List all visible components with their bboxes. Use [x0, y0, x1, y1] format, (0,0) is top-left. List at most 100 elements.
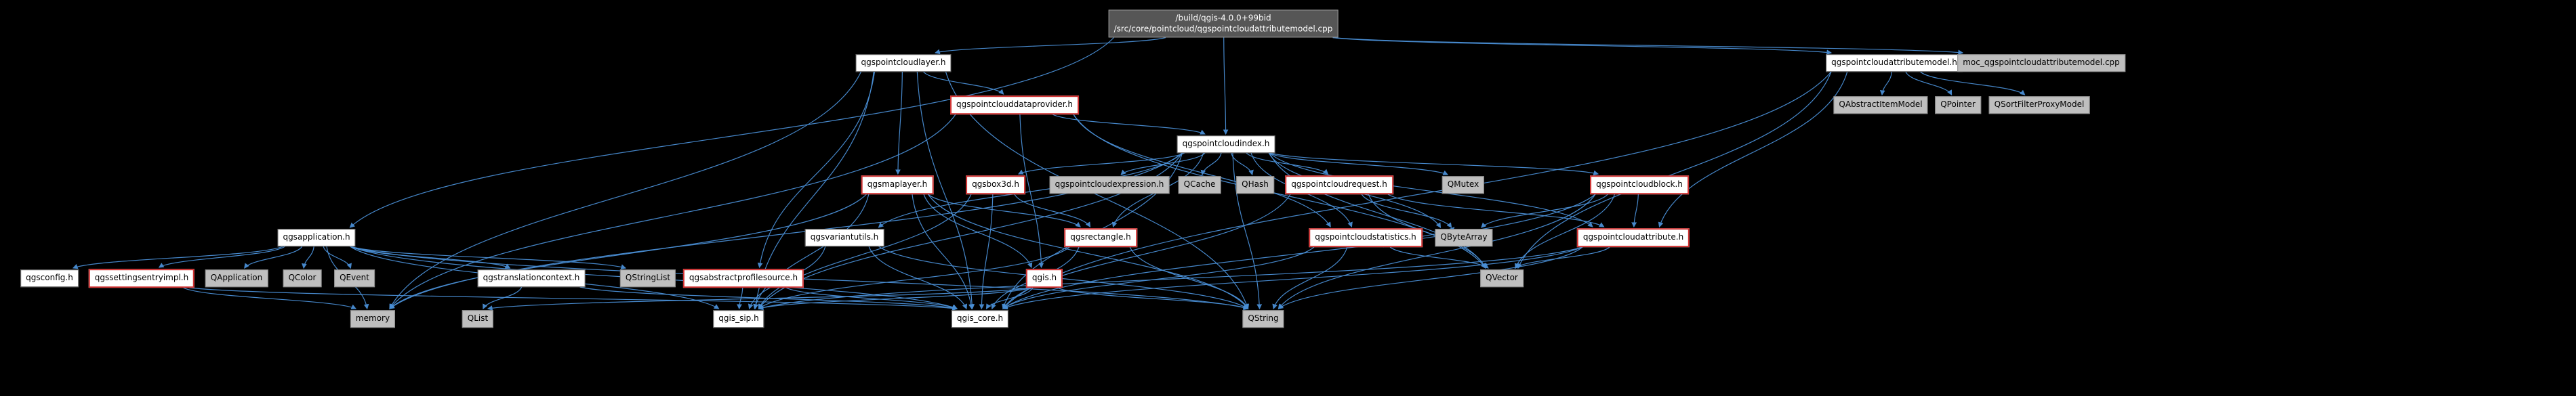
- edge-qgis--qstring: [1057, 287, 1249, 310]
- edge-statistics--qstring: [1272, 246, 1348, 310]
- edge-dataprovider--memory: [389, 114, 956, 309]
- edge-index--qvector: [1269, 152, 1486, 269]
- edge-attributemodel_h--qgis_core: [1002, 71, 1832, 309]
- graph-node-qcache: QCache: [1178, 176, 1221, 194]
- edge-main--attributemodel_h: [1332, 37, 1833, 56]
- edge-dataprovider--statistics: [1073, 114, 1331, 227]
- edge-index--block: [1269, 152, 1599, 176]
- graph-node-qvector: QVector: [1480, 269, 1524, 287]
- edge-maplayer--qgis_sip: [753, 194, 870, 310]
- edge-qgis--qlist: [487, 287, 1032, 311]
- edge-translationcontext--qlist: [483, 286, 523, 310]
- graph-node-main: /build/qgis-4.0.0+99bid /src/core/pointc…: [1108, 9, 1338, 38]
- edge-index--variantutils: [878, 152, 1183, 228]
- edge-index--request: [1246, 152, 1329, 175]
- edge-maplayer--qgis: [923, 194, 1033, 269]
- graph-node-attribute[interactable]: qgspointcloudattribute.h: [1576, 228, 1690, 247]
- graph-node-settingsentryimpl[interactable]: qgssettingsentryimpl.h: [88, 269, 195, 288]
- graph-node-qevent: QEvent: [334, 269, 375, 287]
- edge-pointcloudlayer--qstring: [945, 71, 1250, 310]
- edge-attribute--qvector: [1514, 246, 1610, 269]
- edge-attributemodel_h--qvector: [1517, 71, 1832, 269]
- edge-application--qevent: [323, 246, 352, 269]
- edge-request--qgis_core: [1002, 194, 1291, 309]
- graph-node-expression: qgspointcloudexpression.h: [1049, 176, 1170, 194]
- edge-application--qcolor: [302, 246, 314, 269]
- edge-index--box3d: [1017, 152, 1185, 175]
- edge-pointcloudlayer--maplayer: [895, 71, 903, 175]
- graph-node-block[interactable]: qgspointcloudblock.h: [1590, 175, 1689, 194]
- graph-node-box3d[interactable]: qgsbox3d.h: [966, 175, 1025, 194]
- graph-node-qpointer: QPointer: [1935, 96, 1981, 114]
- edge-pointcloudlayer--qgis_core: [916, 71, 975, 310]
- edge-index--qcache: [1200, 152, 1222, 176]
- edge-application--qstringlist: [350, 246, 627, 269]
- edge-pointcloudlayer--memory: [389, 71, 862, 310]
- edge-block--qbytearray: [1481, 194, 1608, 228]
- edge-application--settingsentryimpl: [158, 246, 285, 268]
- graph-node-memory: memory: [350, 310, 396, 328]
- edge-pointcloudlayer--dataprovider: [923, 71, 1004, 95]
- graph-node-qabstractitemmodel: QAbstractItemModel: [1833, 96, 1928, 114]
- edge-main--pointcloudlayer: [935, 37, 1166, 55]
- edge-abstractprofilesource--qgis_sip: [737, 287, 743, 310]
- graph-node-qapplication: QApplication: [205, 269, 268, 287]
- graph-node-qgis[interactable]: qgis.h: [1025, 269, 1063, 288]
- edge-maplayer--memory: [389, 194, 867, 309]
- edge-rectangle--qstring: [1129, 246, 1249, 310]
- graph-node-qstringlist: QStringList: [619, 269, 676, 287]
- edge-main--application: [349, 37, 1114, 228]
- graph-node-qcolor: QColor: [283, 269, 322, 287]
- graph-node-attributemodel_h[interactable]: qgspointcloudattributemodel.h: [1826, 54, 1963, 72]
- graph-node-variantutils[interactable]: qgsvariantutils.h: [804, 229, 884, 246]
- graph-node-pointcloudlayer[interactable]: qgspointcloudlayer.h: [855, 54, 952, 72]
- edge-variantutils--qstring: [878, 246, 1249, 309]
- graph-node-statistics[interactable]: qgspointcloudstatistics.h: [1309, 228, 1423, 247]
- edge-abstractprofilesource--qgis_core: [785, 287, 958, 309]
- graph-node-qmutex: QMutex: [1442, 176, 1485, 194]
- edge-block--attribute: [1631, 194, 1639, 228]
- edge-attribute--qstring: [1277, 246, 1583, 309]
- graph-node-dataprovider[interactable]: qgspointclouddataprovider.h: [950, 95, 1079, 114]
- edge-request--qvector: [1368, 194, 1486, 269]
- edge-application--qapplication: [244, 246, 303, 269]
- graph-node-application[interactable]: qgsapplication.h: [277, 229, 356, 246]
- graph-node-qstring: QString: [1242, 310, 1284, 328]
- graph-node-rectangle[interactable]: qgsrectangle.h: [1064, 228, 1137, 247]
- edge-maplayer--qstring: [928, 194, 1249, 309]
- graph-node-qsortfilterproxymodel: QSortFilterProxyModel: [1988, 96, 2090, 114]
- edge-block--qgis_core: [1002, 194, 1596, 309]
- edge-application--config: [72, 246, 283, 269]
- graph-node-qgis_sip[interactable]: qgis_sip.h: [713, 310, 764, 328]
- edge-index--qmutex: [1268, 152, 1449, 175]
- graph-node-index[interactable]: qgspointcloudindex.h: [1177, 135, 1275, 153]
- graph-node-abstractprofilesource[interactable]: qgsabstractprofilesource.h: [682, 269, 804, 288]
- graph-node-config[interactable]: qgsconfig.h: [20, 269, 79, 287]
- graph-node-request[interactable]: qgspointcloudrequest.h: [1285, 175, 1393, 194]
- edge-maplayer--qgis_core: [912, 194, 974, 310]
- edge-maplayer--rectangle: [928, 194, 1081, 227]
- edge-request--attribute: [1387, 194, 1605, 227]
- graph-node-maplayer[interactable]: qgsmaplayer.h: [861, 175, 934, 194]
- edge-attribute--qgis_sip: [758, 246, 1583, 310]
- edge-index--qhash: [1231, 152, 1254, 176]
- edge-block--qstring: [1277, 194, 1596, 309]
- edge-dataprovider--index: [1052, 114, 1206, 135]
- graph-node-qgis_core[interactable]: qgis_core.h: [951, 310, 1009, 328]
- edge-attributemodel_h--qpointer: [1905, 71, 1953, 96]
- graph-node-qlist: QList: [462, 310, 494, 328]
- graph-node-translationcontext[interactable]: qgstranslationcontext.h: [477, 269, 586, 287]
- edge-dataprovider--qgis: [1019, 114, 1044, 269]
- edge-attributemodel_h--qsortfilterproxymodel: [1920, 71, 2026, 95]
- graph-node-qbytearray: QByteArray: [1435, 229, 1493, 246]
- edge-box3d--qgis_sip: [758, 194, 972, 310]
- edge-qgis--qgis_core: [985, 287, 1034, 310]
- graph-node-qhash: QHash: [1236, 176, 1274, 194]
- edge-variantutils--qgis_core: [868, 246, 968, 310]
- edge-qgis--qgis_sip: [758, 287, 1032, 310]
- edge-settingsentryimpl--memory: [183, 287, 357, 309]
- edge-attribute--qgis_core: [1002, 246, 1583, 310]
- edge-index--attribute: [1269, 152, 1593, 227]
